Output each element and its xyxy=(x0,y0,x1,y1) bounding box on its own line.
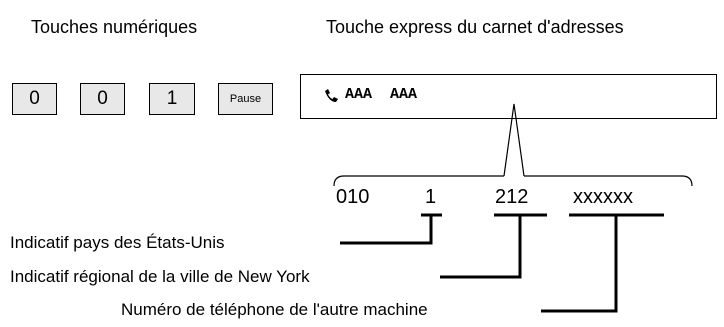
numeric-keys-heading: Touches numériques xyxy=(31,17,198,37)
label-area-code: Indicatif régional de la ville de New Yo… xyxy=(10,267,310,286)
key-1[interactable]: 1 xyxy=(149,83,195,115)
phone-icon xyxy=(325,89,338,102)
key-pause[interactable]: Pause xyxy=(218,83,273,115)
leader-area xyxy=(440,215,522,279)
number-phone: xxxxxx xyxy=(573,186,633,208)
key-0-second[interactable]: 0 xyxy=(80,83,125,115)
callout-pointer xyxy=(503,103,525,177)
key-0-first[interactable]: 0 xyxy=(12,83,57,115)
leader-country xyxy=(340,215,433,245)
label-phone-number: Numéro de téléphone de l'autre machine xyxy=(121,300,428,319)
number-brace xyxy=(333,175,693,187)
number-area-code: 212 xyxy=(495,186,529,208)
leader-phone xyxy=(541,215,618,313)
number-country-code: 1 xyxy=(425,186,437,208)
label-country-code: Indicatif pays des États-Unis xyxy=(10,233,225,252)
number-prefix: 010 xyxy=(336,186,370,208)
express-key-display[interactable]: AAA AAA xyxy=(300,74,717,119)
express-key-heading: Touche express du carnet d'adresses xyxy=(326,17,624,37)
express-key-text: AAA AAA xyxy=(345,86,418,103)
